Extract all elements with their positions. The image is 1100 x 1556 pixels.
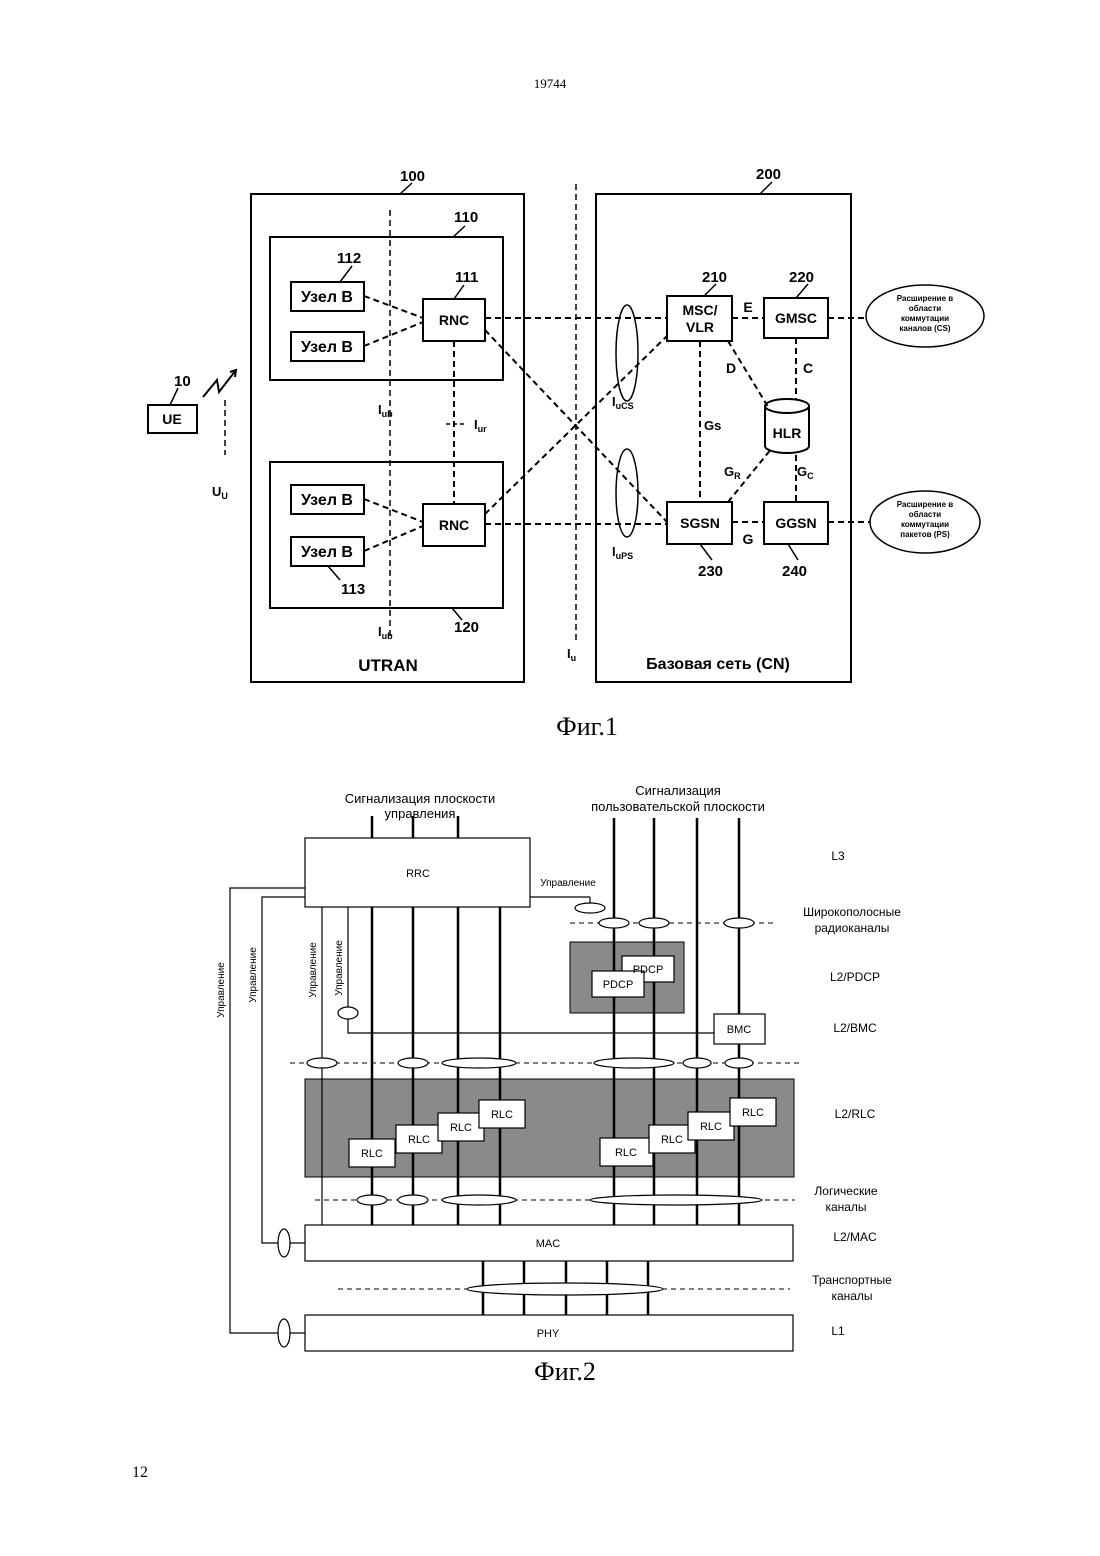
ref-100: 100 <box>400 168 425 185</box>
node-b-1-label: Узел B <box>301 289 353 306</box>
rlc-label-1: RLC <box>361 1148 383 1160</box>
control-label-v2: Управление <box>248 947 259 1003</box>
cs-ext-3: коммутации <box>901 314 949 323</box>
pdcp-label-back: PDCP <box>633 964 664 976</box>
user-plane-2: пользовательской плоскости <box>591 799 765 814</box>
layer-transport-1: Транспортные <box>812 1273 892 1287</box>
control-label-top: Управление <box>540 878 596 889</box>
ggsn-label: GGSN <box>775 515 816 531</box>
uu: UU <box>212 484 228 501</box>
rlc-label-8: RLC <box>742 1107 764 1119</box>
layer-rb-2: радиоканалы <box>815 921 890 935</box>
rlc-label-2: RLC <box>408 1134 430 1146</box>
layer-l2-pdcp: L2/PDCP <box>830 970 880 984</box>
layer-logical-1: Логические <box>814 1184 878 1198</box>
ref-113: 113 <box>341 581 365 598</box>
ref-120: 120 <box>454 619 479 636</box>
rns-2-box <box>270 462 503 608</box>
control-plane-1: Сигнализация плоскости <box>345 791 495 806</box>
node-b-2-label: Узел B <box>301 339 353 356</box>
rlc-label-3: RLC <box>450 1122 472 1134</box>
if-gr: GR <box>724 464 741 481</box>
cs-ext-4: каналов (CS) <box>899 324 951 333</box>
sgsn-label: SGSN <box>680 515 720 531</box>
pdcp-label-front: PDCP <box>603 979 634 991</box>
control-label-v3: Управление <box>308 942 319 998</box>
layer-l1: L1 <box>831 1324 845 1338</box>
msc-label-2: VLR <box>686 319 714 335</box>
if-c: C <box>803 360 813 376</box>
page-number-bottom: 12 <box>132 1464 148 1482</box>
node-b-4-label: Узел B <box>301 544 353 561</box>
if-gs: Gs <box>704 418 721 433</box>
if-d: D <box>726 360 736 376</box>
phy-label: PHY <box>537 1328 560 1340</box>
if-g: G <box>743 531 754 547</box>
if-e: E <box>743 299 752 315</box>
utran-label: UTRAN <box>358 656 418 675</box>
cs-ext-2: области <box>909 304 942 313</box>
control-label-v1: Управление <box>216 962 227 1018</box>
iups: IuPS <box>612 544 633 561</box>
ref-230: 230 <box>698 563 723 580</box>
if-gc: GC <box>797 464 814 481</box>
ps-ext-4: пакетов (PS) <box>900 530 950 539</box>
ref-110: 110 <box>454 209 478 226</box>
control-label-v4: Управление <box>334 940 345 996</box>
core-network-box <box>596 194 851 682</box>
ref-240: 240 <box>782 563 807 580</box>
rnc-1-label: RNC <box>439 312 469 328</box>
layer-l2-bmc: L2/BMC <box>833 1021 877 1035</box>
layer-rb-1: Широкополосные <box>803 905 901 919</box>
layer-logical-2: каналы <box>825 1200 866 1214</box>
ref-200: 200 <box>756 166 781 183</box>
ue-label: UE <box>162 411 181 427</box>
rnc-2-label: RNC <box>439 517 469 533</box>
cs-ext-1: Расширение в <box>897 294 953 303</box>
node-b-3-label: Узел B <box>301 492 353 509</box>
iub-1: Iub <box>378 402 393 419</box>
layer-l2-rlc: L2/RLC <box>835 1107 876 1121</box>
ref-220: 220 <box>789 269 814 286</box>
hlr-label: HLR <box>773 425 802 441</box>
iu: Iu <box>567 646 576 663</box>
layer-l3: L3 <box>831 849 845 863</box>
mac-label: MAC <box>536 1238 561 1250</box>
rrc-label: RRC <box>406 868 430 880</box>
ref-111: 111 <box>455 269 478 286</box>
ref-10: 10 <box>174 373 191 390</box>
figure-2-caption: Фиг.2 <box>465 1357 665 1387</box>
bmc-label: BMC <box>727 1024 752 1036</box>
iub-2: Iub <box>378 624 393 641</box>
rlc-label-4: RLC <box>491 1109 513 1121</box>
msc-label-1: MSC/ <box>683 302 718 318</box>
layer-l2-mac: L2/MAC <box>833 1230 877 1244</box>
ps-ext-1: Расширение в <box>897 500 953 509</box>
iur: Iur <box>474 417 487 434</box>
rlc-label-6: RLC <box>661 1134 683 1146</box>
gmsc-label: GMSC <box>775 310 817 326</box>
control-plane-2: управления <box>385 806 456 821</box>
ps-ext-3: коммутации <box>901 520 949 529</box>
cn-label: Базовая сеть (CN) <box>646 656 790 673</box>
ref-112: 112 <box>337 250 361 267</box>
figure-1-caption: Фиг.1 <box>487 712 687 742</box>
rns-1-box <box>270 237 503 380</box>
ps-ext-2: области <box>909 510 942 519</box>
rlc-label-5: RLC <box>615 1147 637 1159</box>
ref-210: 210 <box>702 269 727 286</box>
rlc-label-7: RLC <box>700 1121 722 1133</box>
layer-transport-2: каналы <box>831 1289 872 1303</box>
user-plane-1: Сигнализация <box>635 783 721 798</box>
